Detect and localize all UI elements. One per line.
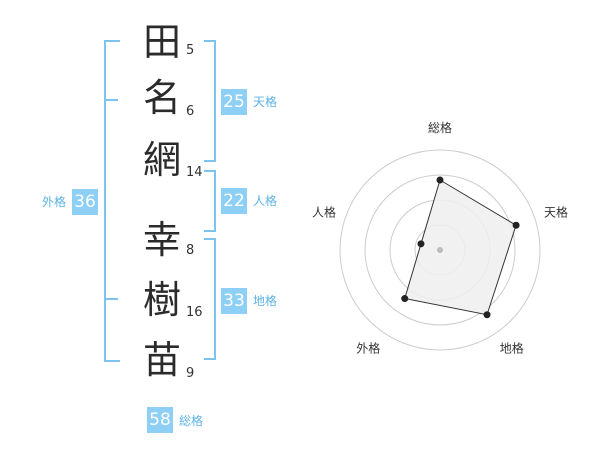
tenkaku-value-badge: 25 <box>221 89 247 115</box>
gaikaku-label: 外格 <box>42 195 67 209</box>
soukaku-label: 総格 <box>179 414 204 428</box>
radar-point-1 <box>436 176 444 184</box>
stroke-count-5: 16 <box>186 305 203 320</box>
radar-point-2 <box>512 221 520 229</box>
radar-grid-ring <box>339 149 541 351</box>
chikaku-value-badge: 33 <box>221 288 247 314</box>
stroke-count-6: 9 <box>186 366 195 381</box>
gaikaku-value-badge: 36 <box>72 189 98 215</box>
stroke-count-1: 5 <box>186 43 195 58</box>
tenkaku-bracket <box>204 40 216 162</box>
chikaku-label: 地格 <box>253 294 278 308</box>
tenkaku-label: 天格 <box>253 95 278 109</box>
radar-point-4 <box>401 295 409 303</box>
stroke-count-2: 6 <box>186 104 195 119</box>
radar-axis-label-5: 人格 <box>312 204 336 219</box>
soukaku-value-badge: 58 <box>147 407 173 433</box>
radar-point-5 <box>417 240 425 248</box>
radar-center-dot <box>437 247 443 253</box>
bracket-tick <box>104 298 118 300</box>
radar-series-polygon <box>404 179 517 316</box>
name-char-3: 網 <box>142 138 181 182</box>
radar-point-3 <box>483 311 491 319</box>
name-char-5: 樹 <box>142 278 181 322</box>
radar-grid-ring <box>364 174 516 326</box>
name-char-4: 幸 <box>142 218 181 262</box>
name-char-2: 名 <box>142 76 181 120</box>
radar-axis-label-2: 天格 <box>544 204 568 219</box>
bracket-tick <box>104 99 118 101</box>
name-char-1: 田 <box>142 20 181 64</box>
radar-axis-label-1: 総格 <box>428 120 452 135</box>
chikaku-bracket <box>204 238 216 360</box>
name-char-6: 苗 <box>142 338 181 382</box>
jinkaku-bracket <box>204 170 216 232</box>
radar-axis-label-4: 外格 <box>356 341 380 356</box>
stroke-count-3: 14 <box>186 165 203 180</box>
radar-axis-label-3: 地格 <box>500 341 524 356</box>
gaikaku-bracket <box>104 40 120 362</box>
jinkaku-value-badge: 22 <box>221 188 247 214</box>
jinkaku-label: 人格 <box>253 194 278 208</box>
stroke-count-4: 8 <box>186 243 195 258</box>
